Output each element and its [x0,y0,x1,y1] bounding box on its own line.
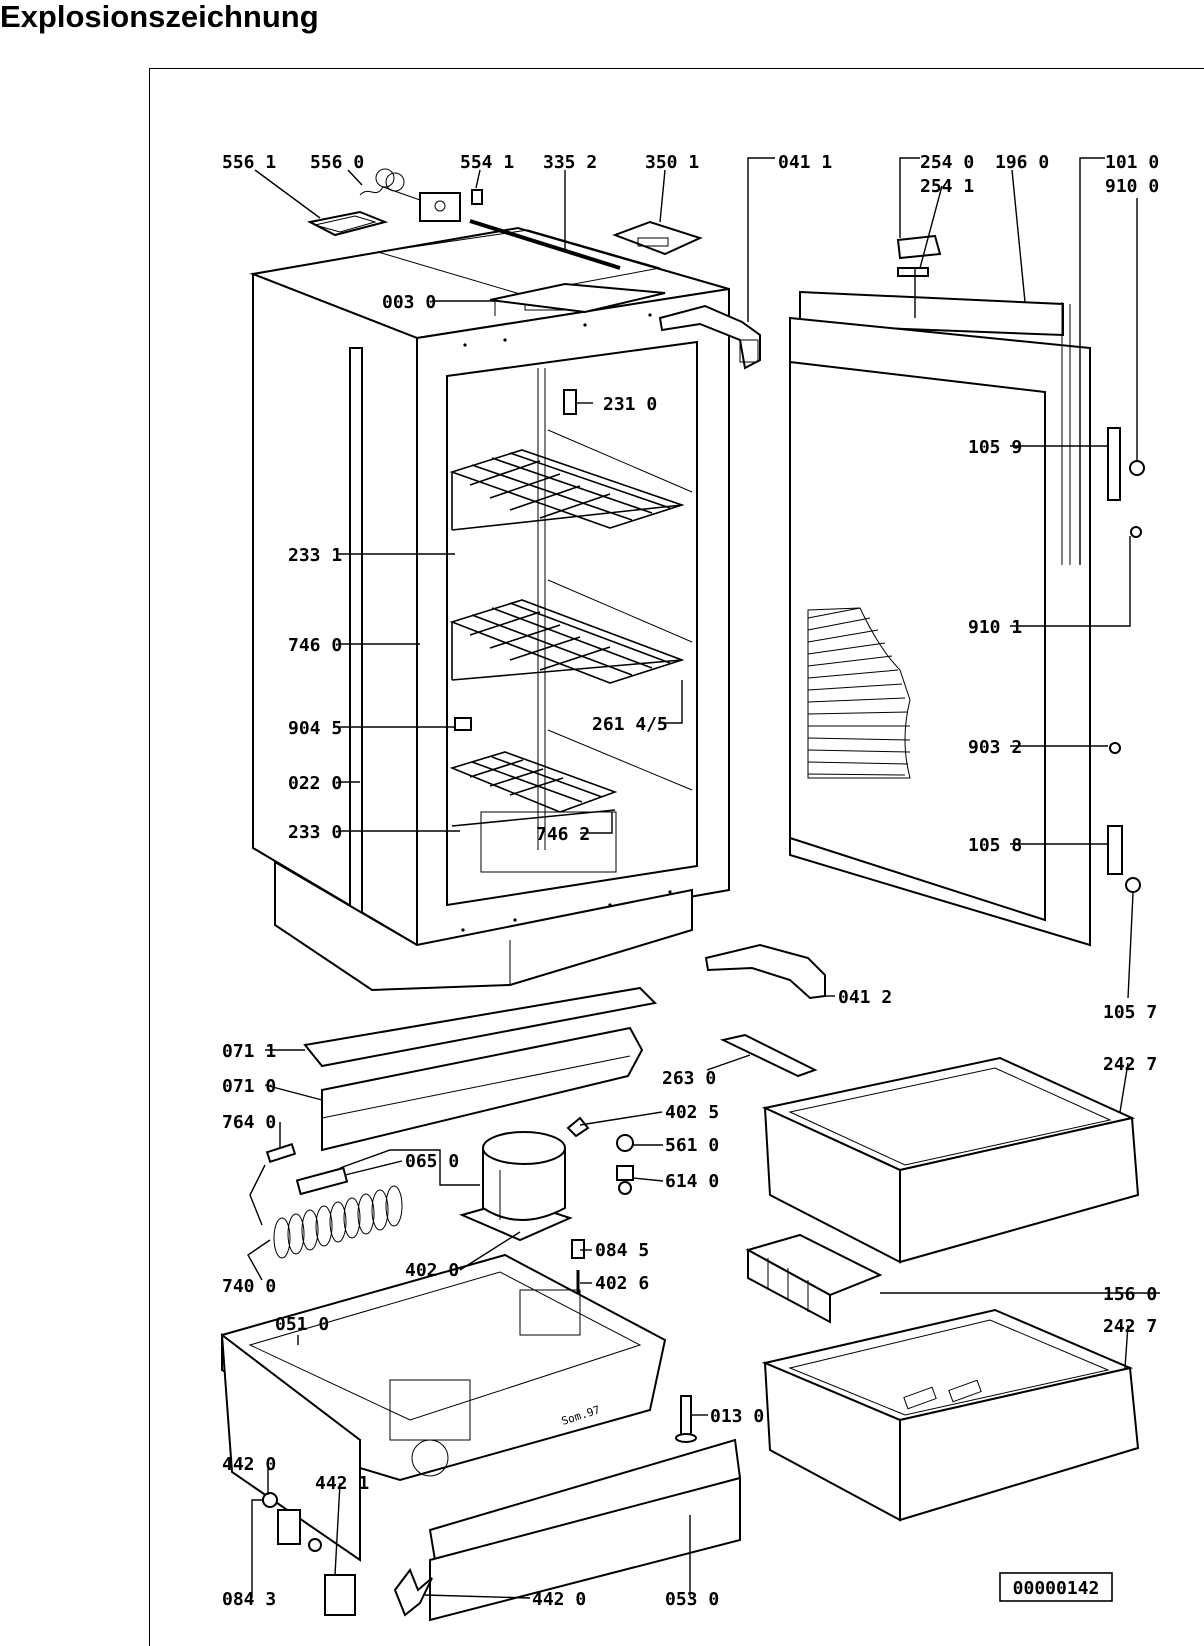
label-022-0: 022 0 [288,773,342,794]
label-156-0: 156 0 [1103,1284,1157,1305]
label-910-0: 910 0 [1105,176,1159,197]
part-561-0-shape [616,1134,634,1152]
part-335-2-shape [469,219,621,270]
label-261-4-5: 261 4/5 [592,714,668,735]
label-105-8: 105 8 [968,835,1022,856]
part-156-0-shape [745,1233,883,1324]
part-904-5-shape [454,717,472,731]
page-title: Explosionszeichnung [0,0,319,34]
label-233-0: 233 0 [288,822,342,843]
label-442-0-bottom: 442 0 [532,1589,586,1610]
wire-shelf-middle [449,599,685,684]
drawing-number: 00000142 [1013,1578,1100,1599]
label-910-1: 910 1 [968,617,1022,638]
label-254-0: 254 0 [920,152,974,173]
part-556-0-shape [359,168,461,222]
part-196-0-shape [1061,302,1071,565]
part-105-8-shape [1107,825,1123,875]
label-554-1: 554 1 [460,152,514,173]
label-556-1: 556 1 [222,152,276,173]
part-084-5-shape [571,1239,585,1259]
label-101-0: 101 0 [1105,152,1159,173]
condenser-coil [249,1164,403,1259]
refrigerator-door [789,290,1091,947]
label-233-1: 233 1 [288,545,342,566]
label-041-2: 041 2 [838,987,892,1008]
label-402-5: 402 5 [665,1102,719,1123]
part-labels: 556 1 556 0 554 1 335 2 350 1 041 1 254 … [222,152,1159,1610]
label-402-6: 402 6 [595,1273,649,1294]
label-231-0: 231 0 [603,394,657,415]
compressor [339,1131,573,1242]
label-903-2: 903 2 [968,737,1022,758]
label-764-0: 764 0 [222,1112,276,1133]
crisper-drawer-lower [761,1308,1140,1522]
label-013-0: 013 0 [710,1406,764,1427]
part-105-7-shape [1125,877,1141,893]
part-041-1-shape [658,304,761,370]
shelf-front-rail [480,811,617,873]
label-254-1: 254 1 [920,176,974,197]
label-105-7: 105 7 [1103,1002,1157,1023]
label-442-1: 442 1 [315,1473,369,1494]
label-065-0: 065 0 [405,1151,459,1172]
label-746-0: 746 0 [288,635,342,656]
drawing-number-box: 00000142 [999,1572,1113,1602]
part-903-2-shape [1109,742,1121,754]
wire-shelf-lower [449,751,618,827]
part-053-0-front-cover [428,1438,742,1622]
label-071-0: 071 0 [222,1076,276,1097]
label-561-0: 561 0 [665,1135,719,1156]
part-041-2-shape [704,943,826,1000]
part-231-0-shape [563,389,577,415]
leader-lines [247,157,1160,1599]
label-746-2: 746 2 [536,824,590,845]
part-402-5-shape [566,1116,590,1138]
part-105-9-shape [1107,427,1145,501]
label-053-0: 053 0 [665,1589,719,1610]
fan-assembly [262,1492,433,1617]
label-402-0: 402 0 [405,1260,459,1281]
label-084-5: 084 5 [595,1240,649,1261]
label-041-1: 041 1 [778,152,832,173]
part-051-0-base-frame [220,1253,667,1562]
label-105-9: 105 9 [968,437,1022,458]
part-350-1-shape [612,220,703,256]
label-350-1: 350 1 [645,152,699,173]
label-196-0: 196 0 [995,152,1049,173]
part-065-0-shape [295,1166,349,1196]
label-614-0: 614 0 [665,1171,719,1192]
label-556-0: 556 0 [310,152,364,173]
crisper-drawer-upper [761,1056,1140,1264]
label-242-7-upper: 242 7 [1103,1054,1157,1075]
label-051-0: 051 0 [275,1314,329,1335]
label-084-3: 084 3 [222,1589,276,1610]
part-071-1-shape [303,986,658,1068]
part-263-0-shape [719,1033,818,1078]
part-071-0-shape [321,1026,644,1152]
label-242-7-lower: 242 7 [1103,1316,1157,1337]
label-740-0: 740 0 [222,1276,276,1297]
part-003-0-shape [489,282,666,316]
part-614-0-shape [616,1165,634,1195]
part-013-0-screw [675,1395,697,1443]
part-556-1-shape [307,210,389,237]
label-335-2: 335 2 [543,152,597,173]
part-764-0-shape [265,1142,297,1164]
label-003-0: 003 0 [382,292,436,313]
part-254-0-shape [896,234,942,277]
label-904-5: 904 5 [288,718,342,739]
label-071-1: 071 1 [222,1041,276,1062]
part-554-1-shape [471,189,483,205]
label-263-0: 263 0 [662,1068,716,1089]
wire-shelf-upper [449,449,685,531]
part-910-1-shape [1130,526,1142,538]
drawing-frame [149,68,1204,1646]
label-442-0-left: 442 0 [222,1454,276,1475]
